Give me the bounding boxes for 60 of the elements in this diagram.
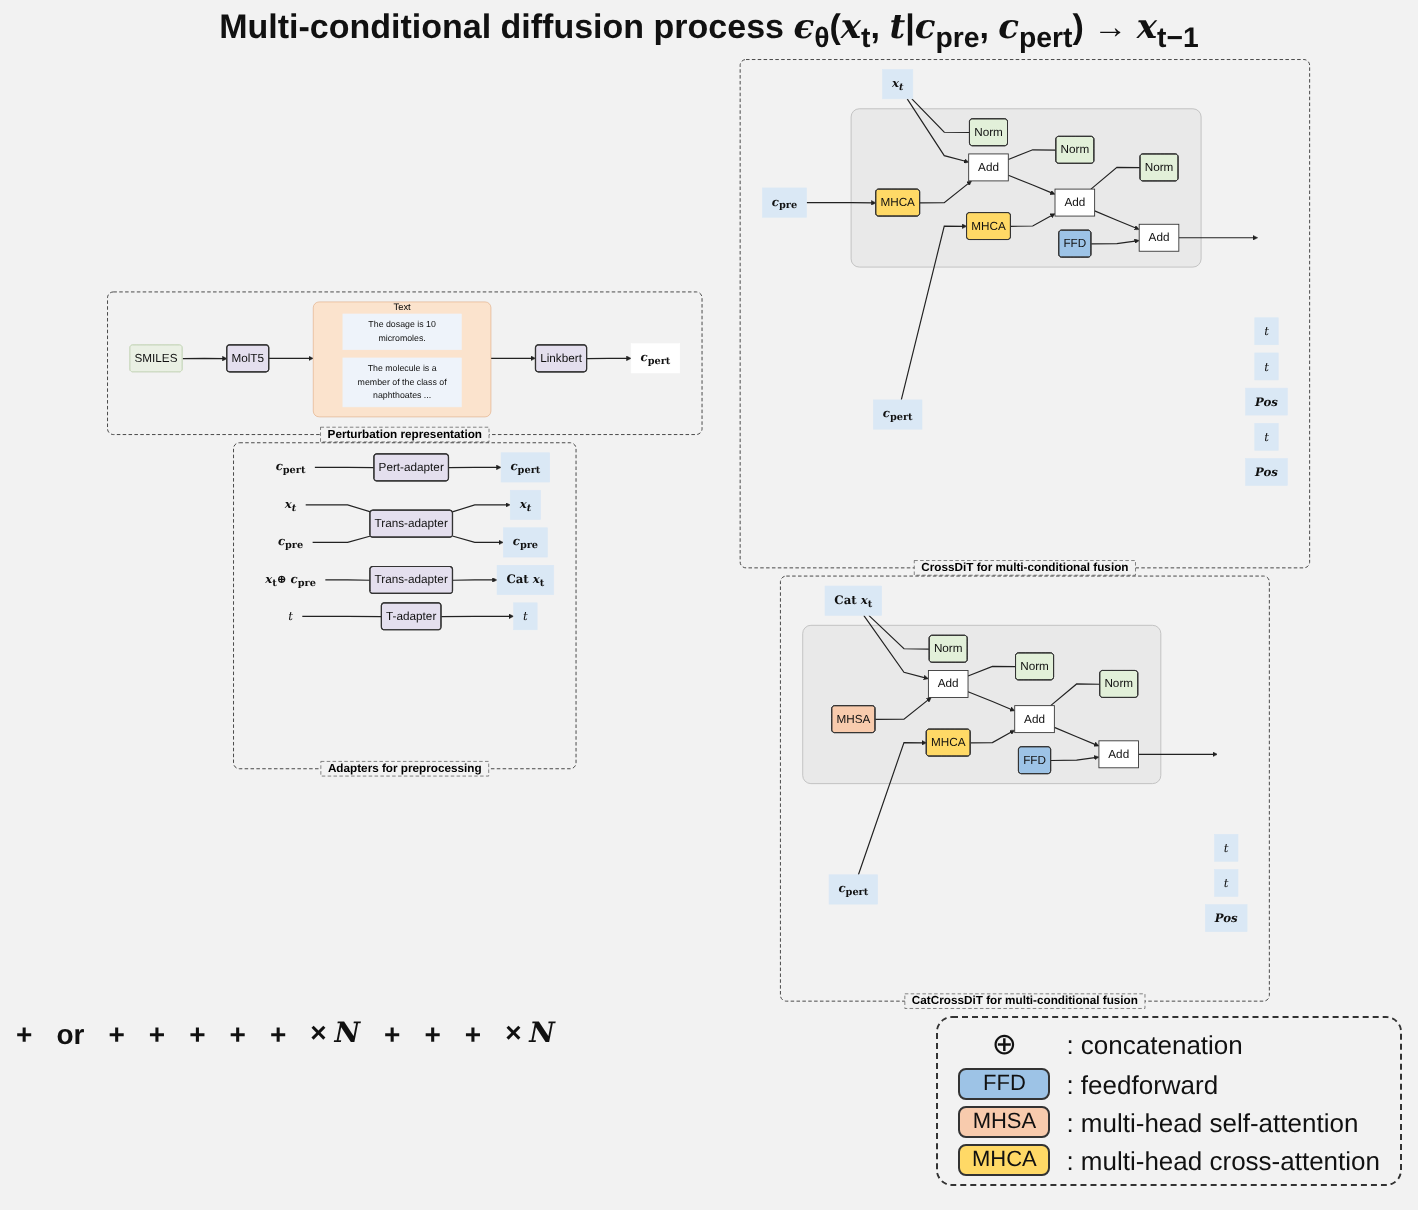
arrow bbox=[441, 613, 515, 619]
cluster bbox=[851, 108, 1202, 268]
connector bbox=[312, 535, 372, 543]
label-text: + bbox=[108, 1017, 125, 1049]
label-text: × N bbox=[310, 1016, 360, 1050]
label-text: + bbox=[189, 1017, 206, 1049]
arrow bbox=[1091, 238, 1140, 245]
arrow bbox=[907, 98, 970, 164]
arrow bbox=[901, 223, 968, 401]
legend-swatch: MHCA bbox=[958, 1144, 1051, 1176]
arrow bbox=[970, 729, 1016, 744]
connector bbox=[305, 504, 372, 513]
arrow bbox=[967, 691, 1016, 712]
arrow bbox=[1094, 210, 1140, 231]
legend-swatch: MHSA bbox=[958, 1106, 1051, 1138]
connector bbox=[868, 614, 931, 650]
label-text: + bbox=[424, 1017, 441, 1049]
label-text: or bbox=[56, 1017, 85, 1049]
arrow bbox=[1050, 755, 1100, 762]
legend-text: : multi-head cross-attention bbox=[1066, 1145, 1380, 1175]
cluster bbox=[802, 624, 1162, 785]
connector bbox=[1008, 149, 1058, 161]
legend-text: : concatenation bbox=[1066, 1029, 1243, 1059]
arrow bbox=[452, 577, 498, 583]
legend-text: : multi-head self-attention bbox=[1066, 1107, 1359, 1137]
arrow bbox=[268, 355, 314, 361]
arrow bbox=[875, 697, 932, 720]
label-text: + bbox=[148, 1017, 166, 1049]
arrow bbox=[452, 502, 511, 513]
connector bbox=[1050, 683, 1101, 707]
arrow bbox=[806, 200, 877, 206]
label-text: + bbox=[464, 1017, 482, 1049]
title: Multi-conditional diffusion process ϵ$_{θ}$(x$_{t}$, t|c$_{pre}$, c$_{pert}$) → x$_{t−1}$ bbox=[217, 8, 1201, 55]
arrow bbox=[448, 464, 502, 470]
connector bbox=[967, 665, 1017, 677]
label-text: + bbox=[384, 1017, 401, 1049]
arrow bbox=[586, 355, 632, 361]
arrow bbox=[490, 355, 537, 361]
arrow bbox=[182, 356, 228, 362]
label-text: + bbox=[16, 1017, 33, 1049]
connector bbox=[314, 466, 376, 469]
arrow bbox=[1138, 751, 1219, 757]
arrow bbox=[858, 740, 928, 876]
legend-symbol: ⊕ bbox=[989, 1026, 1019, 1062]
arrow bbox=[1008, 174, 1056, 195]
label-text: + bbox=[269, 1017, 287, 1049]
connector bbox=[911, 98, 971, 134]
connector bbox=[1090, 166, 1142, 190]
legend-text: : feedforward bbox=[1066, 1069, 1219, 1099]
arrow bbox=[863, 614, 930, 680]
arrow bbox=[1054, 726, 1100, 747]
legend-swatch: FFD bbox=[958, 1068, 1051, 1100]
arrow bbox=[1178, 235, 1259, 241]
connector bbox=[302, 615, 383, 618]
arrow bbox=[1010, 213, 1056, 227]
label-text: + bbox=[229, 1017, 246, 1049]
arrow bbox=[452, 535, 504, 545]
connector bbox=[325, 579, 372, 581]
label-text: × N bbox=[505, 1016, 555, 1050]
arrow bbox=[919, 180, 973, 204]
